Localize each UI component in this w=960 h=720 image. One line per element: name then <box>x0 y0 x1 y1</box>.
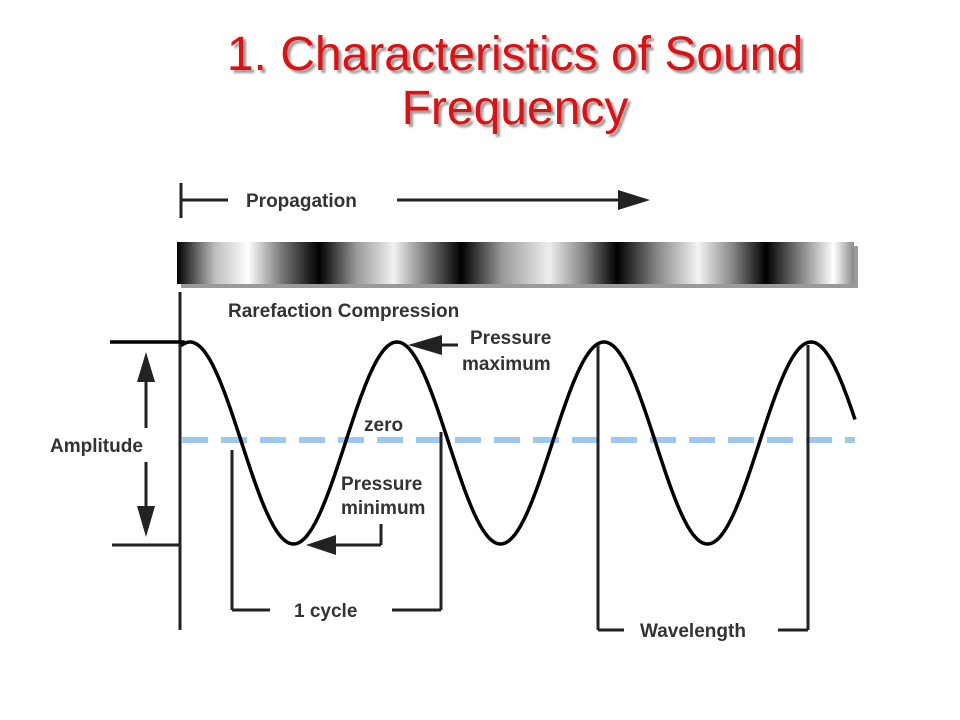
wavelength-label: Wavelength <box>640 621 746 642</box>
pressure-max-arrowhead <box>408 335 442 355</box>
pressure-min-label-line-1: Pressure <box>341 474 422 495</box>
pressure-min-arrowhead <box>306 535 336 555</box>
amplitude-arrowhead-down <box>137 506 155 537</box>
zero-label: zero <box>364 415 403 436</box>
slide-title-line-1: 1. Characteristics of Sound <box>226 28 804 81</box>
sound-wave <box>110 340 857 546</box>
amplitude-arrowhead-up <box>137 352 155 382</box>
slide-title: 1. Characteristics of Sound Frequency <box>0 28 960 136</box>
propagation-label: Propagation <box>246 191 357 212</box>
pressure-min-label-line-2: minimum <box>341 498 425 519</box>
slide-title-line-2: Frequency <box>401 82 629 135</box>
pressure-max-label-line-2: maximum <box>462 354 551 375</box>
compression-band <box>177 242 854 284</box>
pressure-max-label-line-1: Pressure <box>470 328 551 349</box>
amplitude-label: Amplitude <box>50 436 143 457</box>
rarefaction-compression-label: Rarefaction Compression <box>228 301 459 322</box>
propagation-arrowhead <box>618 190 650 210</box>
one-cycle-label: 1 cycle <box>294 601 357 622</box>
